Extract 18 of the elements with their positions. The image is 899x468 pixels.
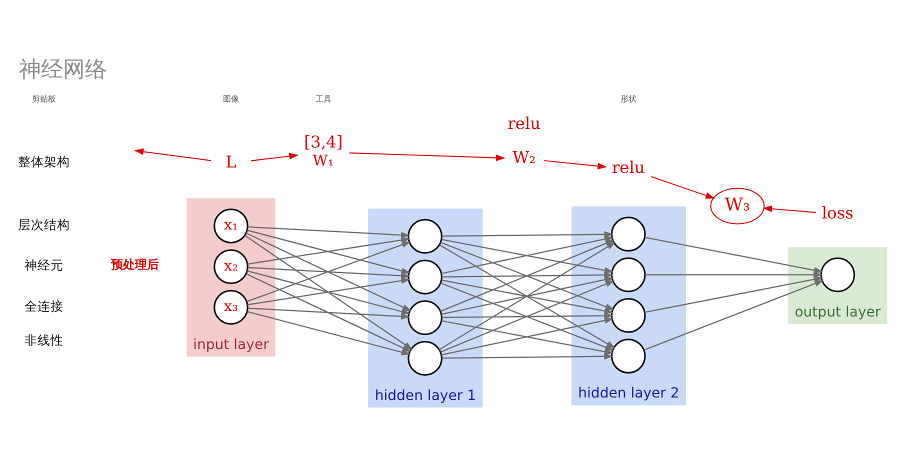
- label: 形状: [620, 93, 636, 104]
- node-text: relu: [612, 158, 645, 177]
- label: 非线性: [24, 332, 64, 347]
- label: 预处理后: [111, 257, 160, 272]
- label: 全连接: [24, 298, 64, 313]
- label: 剪贴板: [32, 93, 56, 104]
- label: 工具: [315, 93, 332, 104]
- node-text: L: [226, 152, 236, 171]
- label: 神经元: [24, 257, 64, 272]
- label: relu: [508, 113, 541, 132]
- node-text: W₂: [512, 147, 536, 166]
- node-label: W₁: [312, 152, 334, 169]
- node-text: loss: [822, 202, 854, 222]
- label: 层次结构: [18, 216, 70, 232]
- diagram-title: 神经网络: [18, 56, 107, 82]
- label: 图像: [222, 93, 239, 104]
- label: 整体架构: [18, 154, 70, 169]
- node-text: [3,4]: [304, 132, 343, 151]
